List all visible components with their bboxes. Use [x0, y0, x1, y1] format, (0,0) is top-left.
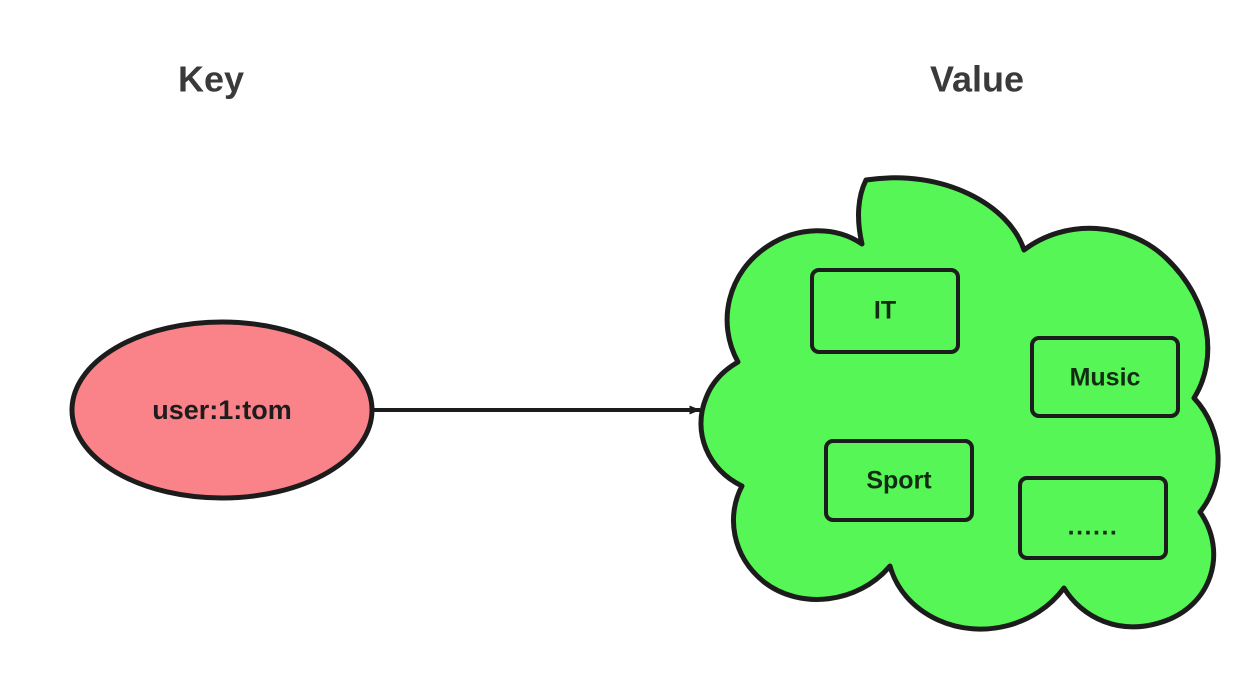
value-item-label: ...... — [1068, 513, 1119, 541]
key-column-header: Key — [178, 59, 244, 100]
value-item-sport[interactable]: Sport — [824, 439, 974, 522]
value-item-ellipsis[interactable]: ...... — [1018, 476, 1168, 560]
value-item-label: Sport — [866, 467, 932, 495]
key-ellipse — [69, 319, 375, 501]
value-item-box — [824, 439, 974, 522]
key-node[interactable]: user:1:tom — [69, 319, 375, 501]
value-item-box — [810, 268, 960, 354]
value-item-label: IT — [874, 297, 896, 325]
key-node-label: user:1:tom — [152, 395, 292, 425]
value-column-header: Value — [930, 59, 1024, 100]
value-item-it[interactable]: IT — [810, 268, 960, 354]
value-item-box — [1018, 476, 1168, 560]
value-item-music[interactable]: Music — [1030, 336, 1180, 418]
value-item-label: Music — [1070, 364, 1141, 392]
value-item-box — [1030, 336, 1180, 418]
value-cloud-node[interactable]: IT Music Sport ...... — [698, 175, 1221, 632]
